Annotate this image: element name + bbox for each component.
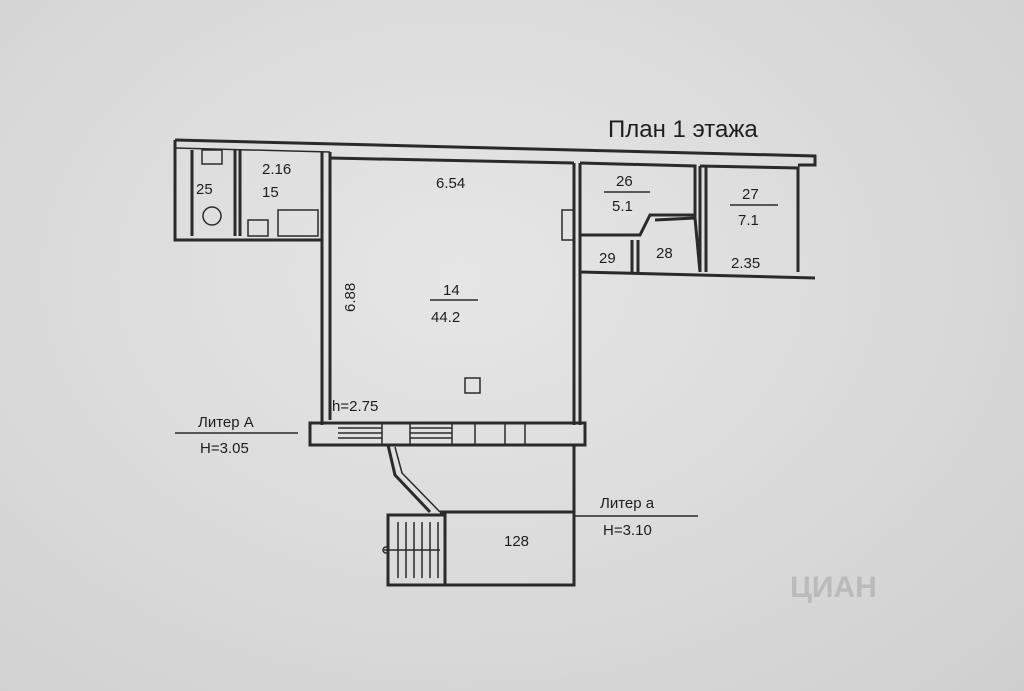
top-wall-inner	[174, 147, 331, 153]
label-room-28: 28	[656, 245, 673, 262]
sink-15	[247, 219, 269, 237]
wall-14-right	[572, 163, 582, 425]
label-room-27: 27	[742, 186, 759, 203]
room-29-walls	[578, 240, 640, 272]
label-room-14-height: h=2.75	[332, 398, 378, 415]
label-room-14: 14	[443, 282, 460, 299]
label-room-26: 26	[616, 173, 633, 190]
label-room-25: 25	[196, 181, 213, 198]
riser-icon	[561, 209, 575, 241]
front-windows	[338, 427, 452, 439]
label-liter-A: Литер А	[198, 414, 254, 431]
front-wall	[308, 421, 587, 447]
room-28-walls	[654, 216, 702, 273]
watermark-logo: ЦИАН	[790, 571, 877, 604]
window-frames	[381, 423, 526, 445]
room-26-walls	[579, 161, 697, 237]
column-icon	[464, 377, 481, 394]
label-room-15-area: 2.16	[262, 161, 291, 178]
stairs-start-icon	[382, 546, 390, 554]
top-wall	[174, 138, 817, 167]
label-room-26-area: 5.1	[612, 198, 633, 215]
label-room-29: 29	[599, 250, 616, 267]
wall-27-left	[698, 166, 708, 272]
room-27-walls	[699, 164, 800, 272]
tank-icon	[201, 149, 223, 165]
plan-title: План 1 этажа	[608, 116, 758, 143]
fixture-15	[277, 209, 319, 237]
label-room-15: 15	[262, 184, 279, 201]
label-liter-A-height: Н=3.05	[200, 440, 249, 457]
ramp-wall-inner	[394, 446, 441, 513]
wall-25-15	[233, 150, 242, 236]
label-room-14-width: 6.54	[436, 175, 465, 192]
right-block-bottom	[579, 270, 816, 280]
label-room-14-depth: 6.88	[342, 283, 359, 312]
label-room-27-area: 7.1	[738, 212, 759, 229]
label-room-14-area: 44.2	[431, 309, 460, 326]
wall-14-top	[329, 156, 575, 165]
label-liter-a-height: Н=3.10	[603, 522, 652, 539]
label-liter-a: Литер а	[600, 495, 655, 512]
ramp-wall	[386, 444, 432, 514]
label-room-128: 128	[504, 533, 529, 550]
toilet-icon	[202, 206, 222, 226]
label-room-27-dim: 2.35	[731, 255, 760, 272]
